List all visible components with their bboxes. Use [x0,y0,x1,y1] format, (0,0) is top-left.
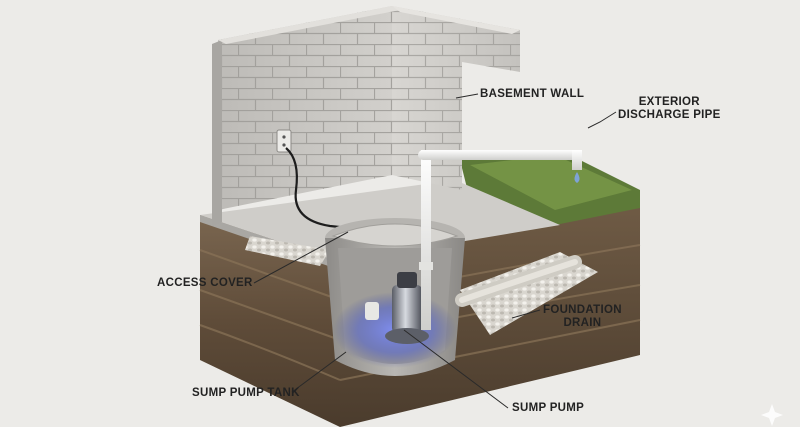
water-drop-icon [574,172,580,183]
label-foundation-drain: FOUNDATION DRAIN [543,304,622,329]
label-basement-wall: BASEMENT WALL [480,88,585,100]
outlet-icon [276,129,292,153]
label-sump-pump-tank: SUMP PUMP TANK [192,387,300,399]
label-access-cover: ACCESS COVER [157,277,253,289]
soil-front-left [200,215,340,427]
leader-lines [253,93,617,409]
gravel-left [245,236,330,266]
sparkle-icon [761,404,783,426]
label-exterior-discharge-pipe: EXTERIOR DISCHARGE PIPE [618,96,721,121]
discharge-pipe [418,150,582,330]
float-switch [365,302,379,320]
label-sump-pump: SUMP PUMP [512,402,585,414]
